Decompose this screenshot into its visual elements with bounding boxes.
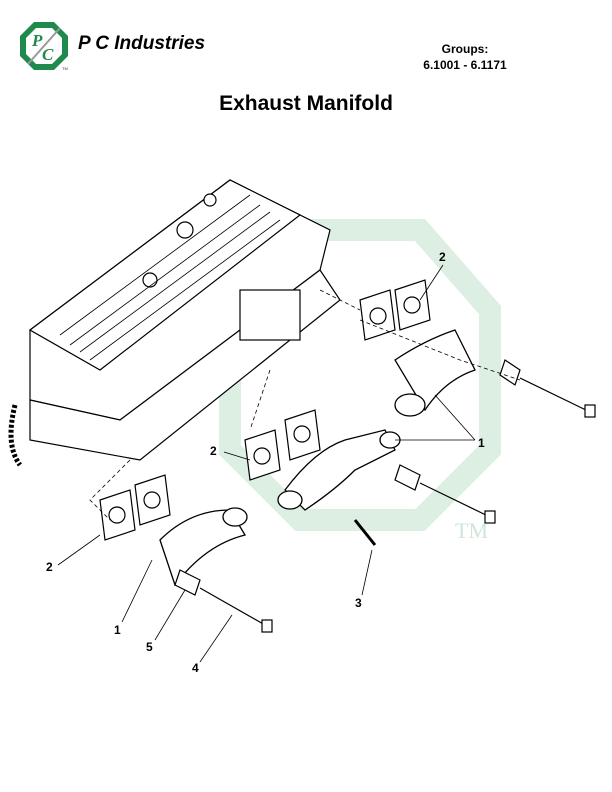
callout-1-right: 1 <box>478 436 485 450</box>
bolts-and-spacers <box>174 359 596 633</box>
gaskets <box>99 279 431 541</box>
brand-name: P C Industries <box>78 33 206 54</box>
callout-1-left: 1 <box>114 623 121 637</box>
alignment-lines <box>89 289 521 521</box>
watermark-tm: TM <box>455 518 488 543</box>
callout-3: 3 <box>355 596 362 610</box>
logo-trademark: TM <box>62 66 68 71</box>
svg-text:C: C <box>42 45 54 64</box>
callout-4: 4 <box>192 661 199 675</box>
cylinder-head <box>8 179 341 467</box>
callout-2-mid: 2 <box>210 444 217 458</box>
exhaust-manifold-diagram <box>8 179 596 663</box>
callout-5: 5 <box>146 640 153 654</box>
leader-lines <box>57 264 476 663</box>
pc-industries-logo: P C <box>20 22 68 70</box>
callout-2-left: 2 <box>46 560 53 574</box>
manifolds <box>159 329 476 587</box>
svg-text:P: P <box>31 31 43 50</box>
groups-label: Groups: <box>441 42 489 56</box>
callout-2-top: 2 <box>439 250 446 264</box>
groups-range: 6.1001 - 6.1171 <box>423 58 507 72</box>
groups-info: Groups: 6.1001 - 6.1171 <box>405 41 525 73</box>
page-title: Exhaust Manifold <box>219 92 393 115</box>
